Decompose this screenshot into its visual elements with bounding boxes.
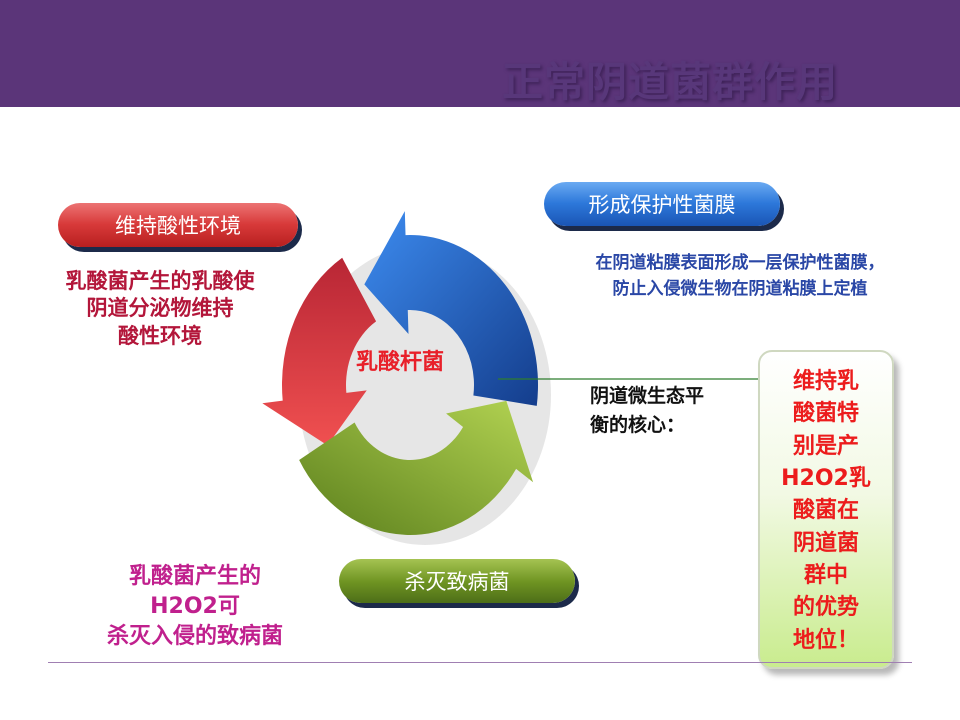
highlight-line: 阴道菌 [792,530,859,556]
core-label: 阴道微生态平 衡的核心： [590,382,740,441]
highlight-line: 别是产 [792,433,859,459]
film-description: 在阴道粘膜表面形成一层保护性菌膜， 防止入侵微生物在阴道粘膜上定植 [540,250,940,303]
highlight-line: 酸菌特 [792,401,859,427]
pathogen-line: 乳酸菌产生的 [128,564,261,589]
acidity-description: 乳酸菌产生的乳酸使 阴道分泌物维持 酸性环境 [30,268,290,350]
highlight-line: 维持乳 [792,369,859,394]
blue-arrow [364,211,539,406]
red-arrow [262,257,377,446]
green-arrow [299,400,534,536]
highlight-line: 酸菌在 [792,498,859,524]
header-bar [0,0,960,107]
acidity-line: 阴道分泌物维持 [86,296,234,321]
pill-kill-pathogens: 杀灭致病菌 [339,559,575,603]
highlight-line: H2O2乳 [781,465,871,491]
pill-protective-film: 形成保护性菌膜 [544,182,780,226]
pathogen-line: H2O2可 [150,593,240,619]
pathogen-description: 乳酸菌产生的 H2O2可 杀灭入侵的致病菌 [70,562,320,652]
film-line: 防止入侵微生物在阴道粘膜上定植 [612,279,868,300]
highlight-box [758,350,894,669]
highlight-line: 群中 [803,562,848,588]
bottom-divider [48,662,912,663]
highlight-line: 地位！ [792,627,859,653]
core-line: 衡的核心： [590,414,686,437]
highlight-text: 维持乳 酸菌特 别是产 H2O2乳 酸菌在 阴道菌 群中 的优势 地位！ [758,366,894,657]
center-label: 乳酸杆菌 [356,349,444,375]
highlight-line: 的优势 [792,595,859,621]
core-line: 阴道微生态平 [590,385,705,407]
acidity-line: 乳酸菌产生的乳酸使 [65,269,255,293]
pill-maintain-acidity: 维持酸性环境 [58,203,298,247]
pathogen-line: 杀灭入侵的致病菌 [106,623,283,649]
film-line: 在阴道粘膜表面形成一层保护性菌膜， [595,253,885,273]
page-title: 正常阴道菌群作用 [502,58,838,106]
acidity-line: 酸性环境 [118,323,202,348]
